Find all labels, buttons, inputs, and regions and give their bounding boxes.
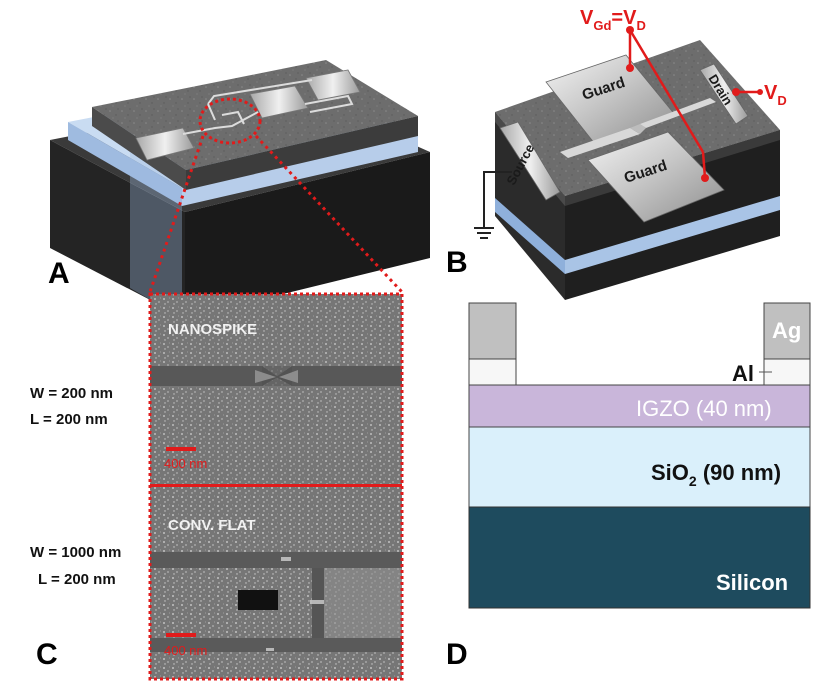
l-label-1: L = 200 nm [30,411,108,428]
panel-letter-a: A [48,257,70,290]
igzo-label: IGZO (40 nm) [636,396,772,421]
vgd-label: VGd=VD [580,7,646,33]
sio2-label: SiO2 (90 nm) [651,460,781,489]
vgd-connection [626,26,763,182]
nanospike-title: NANOSPIKE [168,321,257,338]
scale-bar-2 [166,633,196,637]
silicon-label: Silicon [716,570,788,595]
guard-pad-bottom [587,131,725,223]
scale-bar-1 [166,447,196,451]
panel-a-device [50,60,430,318]
vd-label: VD [764,82,787,108]
w-label-1: W = 200 nm [30,385,113,402]
scale-label-1: 400 nm [164,456,207,471]
silicon-layer [468,506,811,609]
l-label-2: L = 200 nm [38,571,116,588]
panel-letter-b: B [446,246,468,279]
panel-b-device [495,40,780,300]
ag-label: Ag [772,318,801,343]
zoom-line-right [254,134,404,294]
scale-label-2: 400 nm [164,643,207,658]
panel-c-sem: NANOSPIKE 400 nm CONV. FLAT 400 nm [148,292,404,681]
ground-symbol [474,171,512,239]
al-label: Al [732,361,754,386]
conv-flat-title: CONV. FLAT [168,517,256,534]
w-label-2: W = 1000 nm [30,544,121,561]
panel-d-stack [468,302,811,609]
panel-letter-d: D [446,638,468,671]
ag-pad-left [468,302,517,360]
sio2-layer [468,426,811,508]
igzo-layer [468,384,811,428]
al-pad-left [468,358,517,386]
panel-letter-c: C [36,638,58,671]
